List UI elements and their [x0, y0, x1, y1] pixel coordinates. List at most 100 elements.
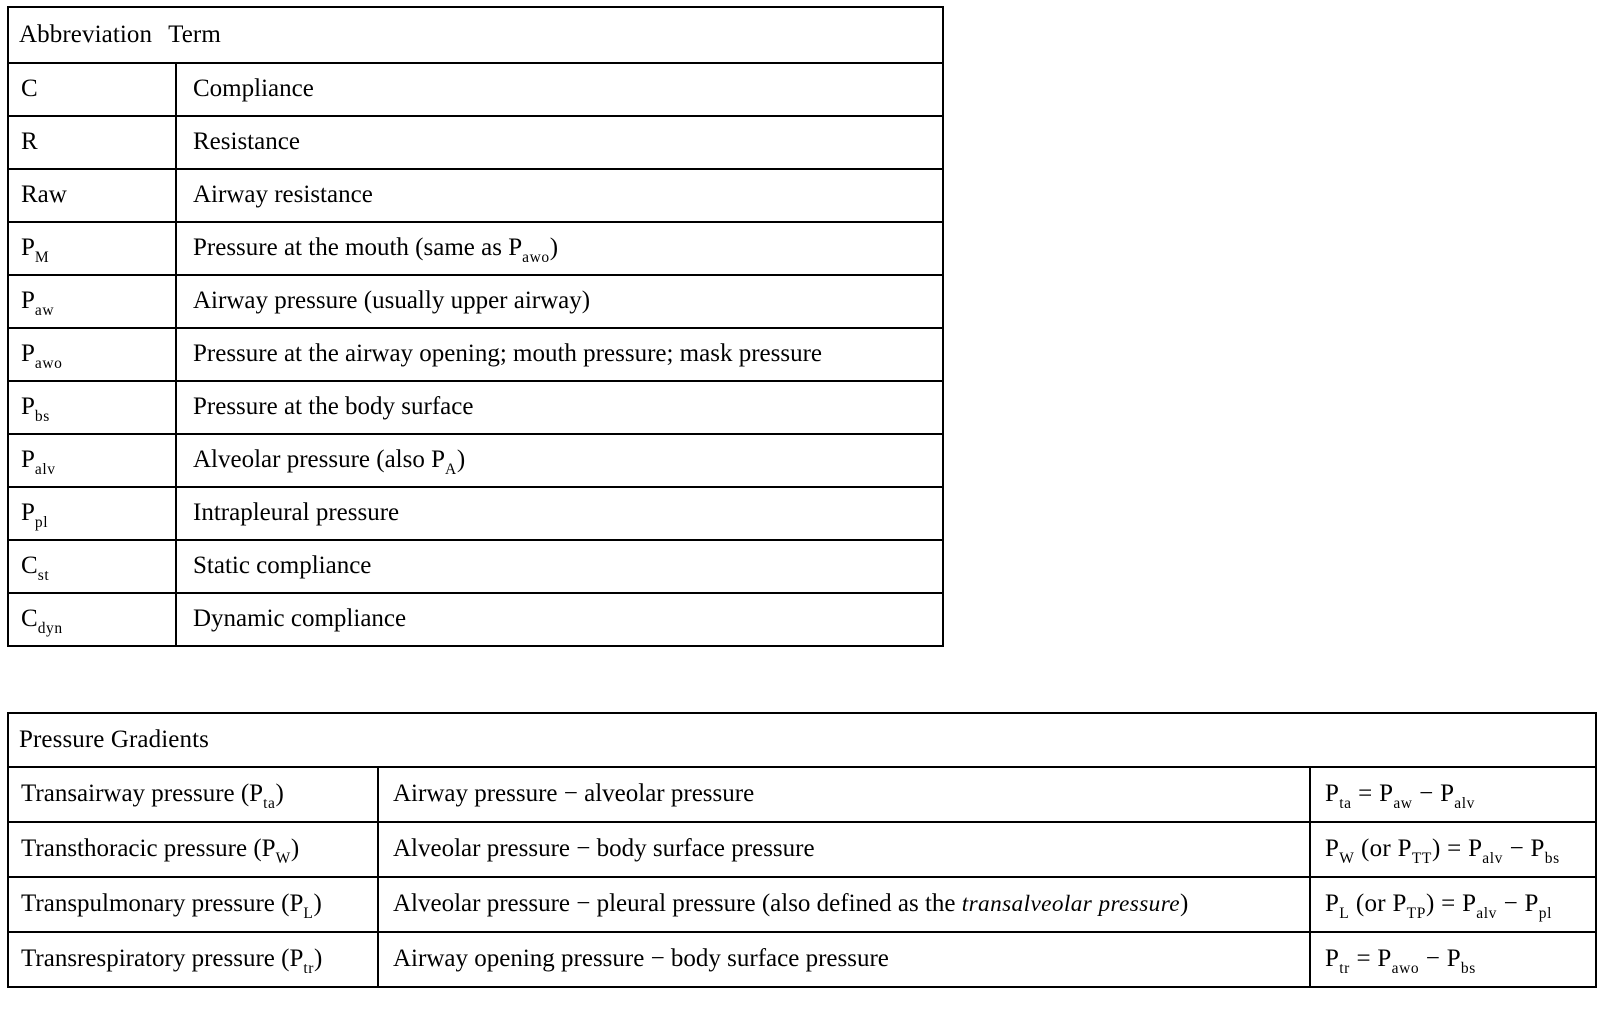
table-row: Transairway pressure (Pta) Airway pressu…: [7, 766, 1597, 823]
abbr-subscript: awo: [34, 354, 63, 372]
table-header-row: Pressure Gradients: [7, 712, 1597, 768]
gradient-description-text: Airway opening pressure − body surface p…: [393, 945, 889, 973]
gradient-name-transairway: Transairway pressure (Pta): [7, 766, 379, 823]
abbr-cell-pbs: Pbs: [7, 380, 177, 435]
table-row: PM Pressure at the mouth (same as Pawo): [7, 221, 944, 276]
term-cell-alveolar-pressure: Alveolar pressure (also PA): [175, 433, 944, 488]
header-label-abbreviation: Abbreviation: [19, 20, 153, 48]
pressure-gradients-table: Pressure Gradients Transairway pressure …: [7, 712, 1597, 988]
abbr-base: Raw: [21, 181, 67, 209]
term-cell-body-surface-pressure: Pressure at the body surface: [175, 380, 944, 435]
table-row: Ppl Intrapleural pressure: [7, 486, 944, 541]
abbreviations-header-cell: Abbreviation Term: [7, 6, 944, 64]
abbr-subscript: st: [37, 566, 50, 584]
abbr-cell-palv: Palv: [7, 433, 177, 488]
gradient-name-transrespiratory: Transrespiratory pressure (Ptr): [7, 931, 379, 988]
term-text: Dynamic compliance: [193, 605, 407, 633]
abbr-cell-cst: Cst: [7, 539, 177, 594]
term-cell-airway-opening-pressure: Pressure at the airway opening; mouth pr…: [175, 327, 944, 382]
abbr-cell-c: C: [7, 62, 177, 117]
table-row: Paw Airway pressure (usually upper airwa…: [7, 274, 944, 329]
term-text-tail: ): [549, 234, 559, 262]
abbr-cell-paw: Paw: [7, 274, 177, 329]
abbr-base: P: [21, 499, 35, 527]
gradient-name-tail: ): [275, 780, 284, 808]
gradient-description-transpulmonary: Alveolar pressure − pleural pressure (al…: [377, 876, 1311, 933]
gradient-name-tail: ): [290, 835, 300, 863]
equation-text: PL (or PTP) = Palv − Ppl: [1325, 890, 1552, 922]
abbreviations-table: Abbreviation Term C Compliance R Resistan…: [7, 6, 944, 647]
gradient-name-subscript: ta: [263, 794, 276, 812]
term-text: Resistance: [193, 128, 300, 156]
abbr-base: P: [21, 393, 35, 421]
table-row: Palv Alveolar pressure (also PA): [7, 433, 944, 488]
term-text: Airway resistance: [193, 181, 373, 209]
term-subscript: awo: [522, 248, 550, 266]
gradient-name-text: Transairway pressure (P: [21, 780, 264, 808]
gradient-equation-transairway: Pta = Paw − Palv: [1309, 766, 1597, 823]
gradient-equation-transthoracic: PW (or PTT) = Palv − Pbs: [1309, 821, 1597, 878]
term-cell-resistance: Resistance: [175, 115, 944, 170]
gradient-description-transrespiratory: Airway opening pressure − body surface p…: [377, 931, 1311, 988]
abbr-base: P: [21, 234, 35, 262]
abbr-cell-r: R: [7, 115, 177, 170]
gradient-name-transthoracic: Transthoracic pressure (PW): [7, 821, 379, 878]
term-text: Static compliance: [193, 552, 372, 580]
abbr-base: P: [21, 340, 35, 368]
term-text: Pressure at the body surface: [193, 393, 474, 421]
gradient-name-subscript: L: [303, 904, 314, 922]
equation-text: Ptr = Pawo − Pbs: [1325, 945, 1476, 977]
term-text: Pressure at the airway opening; mouth pr…: [193, 340, 823, 368]
abbr-cell-ppl: Ppl: [7, 486, 177, 541]
gradient-equation-transrespiratory: Ptr = Pawo − Pbs: [1309, 931, 1597, 988]
term-cell-dynamic-compliance: Dynamic compliance: [175, 592, 944, 647]
table-row: Cst Static compliance: [7, 539, 944, 594]
gradient-name-subscript: W: [275, 849, 291, 867]
abbr-base: P: [21, 287, 35, 315]
gradient-name-text: Transpulmonary pressure (P: [21, 890, 304, 918]
term-cell-compliance: Compliance: [175, 62, 944, 117]
abbr-subscript: pl: [34, 513, 49, 531]
gradient-description-tail: ): [1180, 890, 1189, 918]
abbr-cell-pm: PM: [7, 221, 177, 276]
table-row: Transpulmonary pressure (PL) Alveolar pr…: [7, 876, 1597, 933]
term-text: Airway pressure (usually upper airway): [193, 287, 591, 315]
equation-text: Pta = Paw − Palv: [1325, 780, 1476, 812]
pressure-gradients-header-cell: Pressure Gradients: [7, 712, 1597, 768]
table-row: Raw Airway resistance: [7, 168, 944, 223]
gradient-description-text: Alveolar pressure − body surface pressur…: [393, 835, 815, 863]
table-header-row: Abbreviation Term: [7, 6, 944, 64]
term-text-tail: ): [456, 446, 466, 474]
pressure-gradients-table-body: Pressure Gradients Transairway pressure …: [7, 712, 1597, 988]
abbr-subscript: aw: [34, 301, 55, 319]
abbr-cell-pawo: Pawo: [7, 327, 177, 382]
table-row: R Resistance: [7, 115, 944, 170]
abbr-base: P: [21, 446, 35, 474]
abbr-subscript: M: [34, 248, 50, 266]
table-row: Transrespiratory pressure (Ptr) Airway o…: [7, 931, 1597, 988]
abbr-subscript: alv: [34, 460, 56, 478]
abbr-base: C: [21, 552, 38, 580]
term-text: Pressure at the mouth (same as P: [193, 234, 523, 262]
abbr-cell-raw: Raw: [7, 168, 177, 223]
gradient-equation-transpulmonary: PL (or PTP) = Palv − Ppl: [1309, 876, 1597, 933]
abbr-subscript: bs: [34, 407, 50, 425]
term-cell-airway-resistance: Airway resistance: [175, 168, 944, 223]
term-cell-intrapleural-pressure: Intrapleural pressure: [175, 486, 944, 541]
abbr-base: C: [21, 75, 38, 103]
equation-text: PW (or PTT) = Palv − Pbs: [1325, 835, 1560, 867]
header-label-term: Term: [168, 20, 221, 48]
gradient-name-transpulmonary: Transpulmonary pressure (PL): [7, 876, 379, 933]
term-subscript: A: [445, 460, 457, 478]
gradient-name-tail: ): [313, 890, 322, 918]
table-row: Transthoracic pressure (PW) Alveolar pre…: [7, 821, 1597, 878]
term-text: Alveolar pressure (also P: [193, 446, 446, 474]
gradient-description-italic: transalveolar pressure: [961, 891, 1181, 918]
gradient-name-text: Transthoracic pressure (P: [21, 835, 276, 863]
abbr-base: C: [21, 605, 38, 633]
abbr-cell-cdyn: Cdyn: [7, 592, 177, 647]
table-row: Pbs Pressure at the body surface: [7, 380, 944, 435]
table-row: Cdyn Dynamic compliance: [7, 592, 944, 647]
term-text: Compliance: [193, 75, 314, 103]
